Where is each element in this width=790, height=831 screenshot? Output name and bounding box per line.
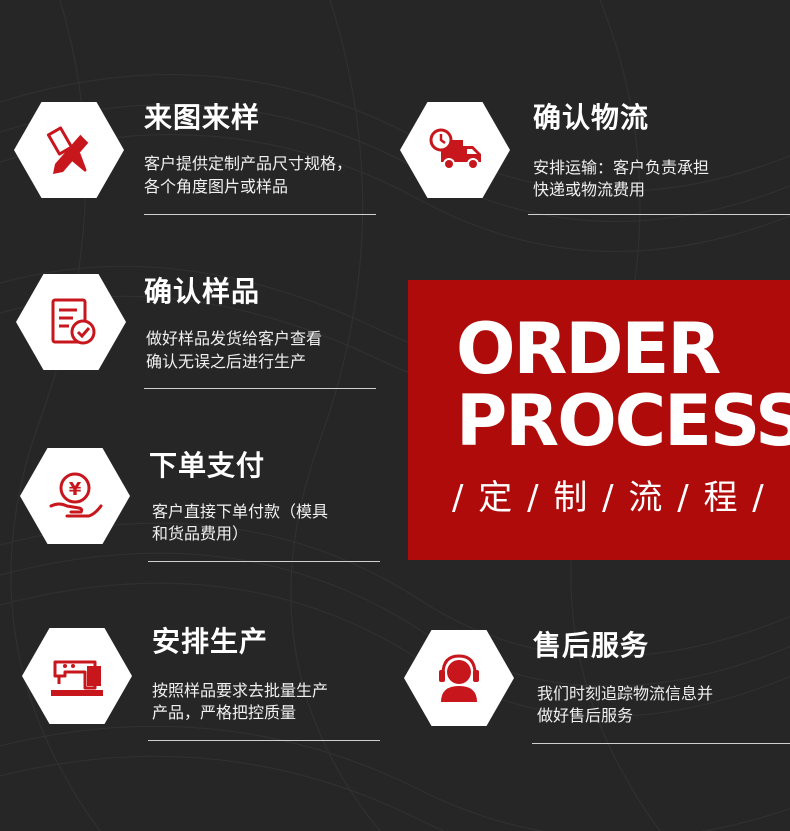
divider (144, 214, 376, 215)
divider (148, 561, 380, 562)
banner-subtitle: / 定 / 制 / 流 / 程 / (452, 478, 766, 518)
step-title: 确认物流 (533, 101, 650, 134)
step-desc-line1: 客户提供定制产品尺寸规格， (144, 154, 353, 173)
banner-title-line2: PROCESS (456, 380, 790, 462)
step-desc-line1: 按照样品要求去批量生产 (152, 681, 329, 700)
banner-title-line1: ORDER (456, 308, 721, 390)
step-title: 下单支付 (149, 449, 266, 482)
step-desc-line1: 客户直接下单付款（模具 (152, 502, 329, 521)
divider (532, 743, 790, 744)
step-desc-line2: 快递或物流费用 (533, 180, 646, 199)
hex-badge (404, 630, 514, 726)
step-desc-line2: 各个角度图片或样品 (144, 177, 289, 196)
delivery-truck-clock-icon (429, 128, 481, 170)
step-desc-line1: 我们时刻追踪物流信息并 (537, 684, 714, 703)
step-desc-line1: 安排运输：客户负责承担 (533, 158, 710, 177)
document-check-icon (51, 298, 96, 345)
pencil-ruler-icon (46, 126, 90, 174)
step-title: 售后服务 (533, 629, 650, 662)
step-title: 安排生产 (152, 625, 269, 658)
order-process-banner: ORDER PROCESS / 定 / 制 / 流 / 程 / (408, 280, 790, 560)
step-desc-line2: 确认无误之后进行生产 (146, 352, 307, 371)
svg-text:¥: ¥ (69, 479, 82, 500)
divider (148, 740, 380, 741)
step-desc-line2: 做好售后服务 (537, 706, 634, 725)
step-title: 来图来样 (144, 101, 261, 134)
step-desc-line2: 和货品费用） (152, 524, 249, 543)
step-desc-line2: 产品，严格把控质量 (152, 703, 297, 722)
yen-coin-hand-icon: ¥ (49, 472, 103, 518)
sewing-machine-icon (51, 660, 103, 696)
step-title: 确认样品 (144, 275, 261, 308)
customer-service-headset-icon (439, 654, 479, 702)
divider (144, 388, 376, 389)
step-desc-line1: 做好样品发货给客户查看 (146, 329, 323, 348)
divider (528, 214, 790, 215)
hex-badge (400, 102, 510, 198)
